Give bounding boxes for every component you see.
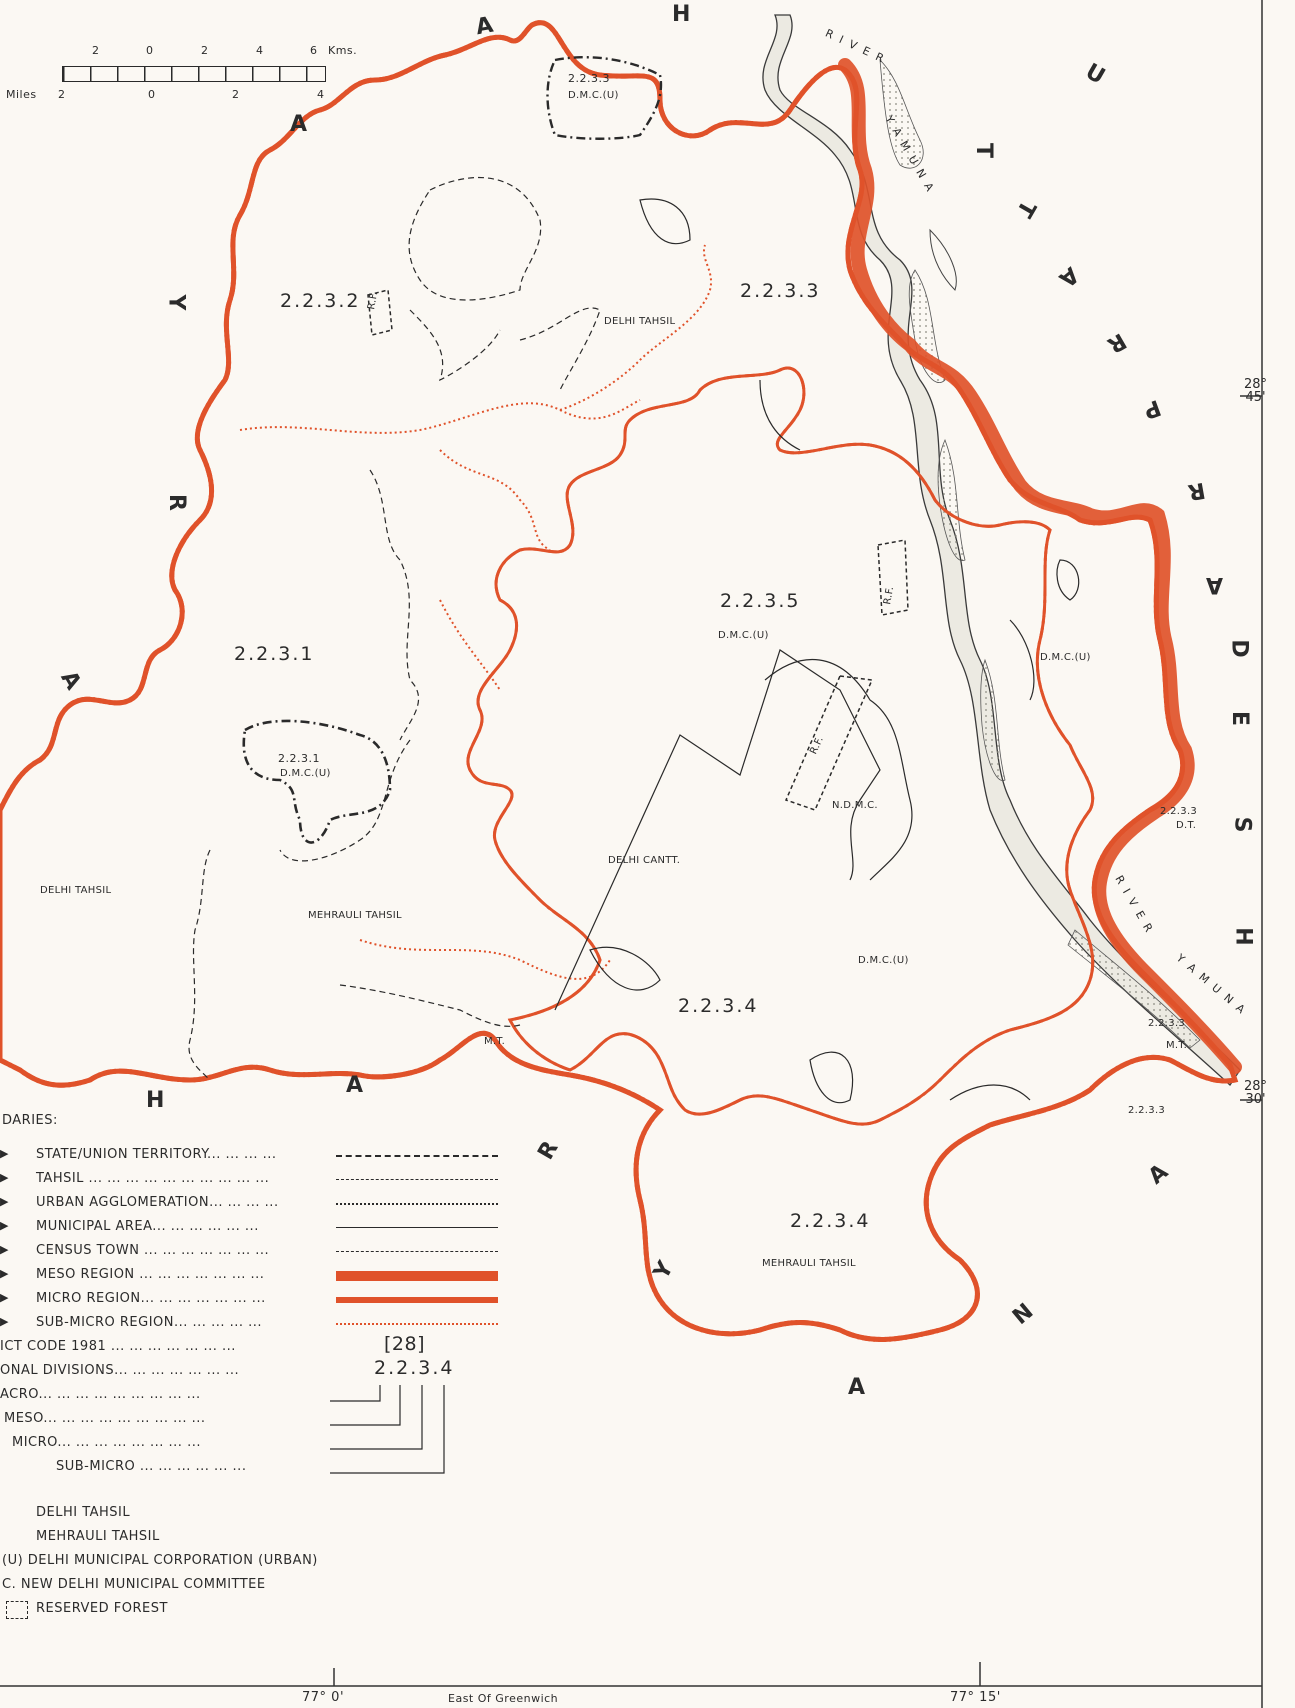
state-letter: H [146, 1088, 165, 1113]
lat-label-45: 28°45' [1244, 377, 1268, 405]
place-mt-1: M.T. [484, 1036, 506, 1047]
region-code-2233-se2: 2.2.3.3 [1128, 1105, 1166, 1116]
meridian-label: East Of Greenwich [448, 1692, 559, 1705]
place-dt: D.T. [1176, 820, 1197, 831]
scale-km-tick: 2 [92, 44, 100, 57]
place-ndmc: N.D.M.C. [832, 800, 878, 811]
region-code-2232: 2.2.3.2 [280, 290, 361, 312]
place-delhi-cantt: DELHI CANTT. [608, 855, 681, 866]
legend-meso: MESO... ... ... ... ... ... ... ... ... [4, 1411, 206, 1426]
place-dmcu-center: D.M.C.(U) [718, 630, 769, 641]
scale-mile-tick: 2 [58, 88, 66, 101]
state-letter: H [672, 2, 691, 27]
lon-label-0: 77° 0' [302, 1690, 345, 1705]
state-letter: R [163, 494, 189, 511]
scale-km-tick: 6 [310, 44, 318, 57]
state-boundary [0, 23, 1239, 1340]
place-dmcu-inner: D.M.C.(U) [280, 768, 331, 779]
urban-agglomeration-boundary [466, 366, 1095, 1126]
dmc-2233-top-boundary [546, 56, 663, 140]
legend-item-submicro: ▶SUB-MICRO REGION... ... ... ... ... [0, 1315, 500, 1333]
sub-micro-boundaries [239, 244, 713, 980]
scale-mile-label: Miles [6, 88, 37, 101]
tahsil-boundaries [188, 176, 601, 1081]
legend-item-micro: ▶MICRO REGION... ... ... ... ... ... ... [0, 1291, 500, 1309]
state-letter: D [1226, 639, 1252, 658]
state-letter: A [346, 1073, 364, 1098]
legend-abbr: RESERVED FOREST [36, 1601, 168, 1616]
reserved-forest-outlines [367, 289, 909, 811]
river-yamuna [762, 14, 1241, 1086]
meso-region-boundary [838, 58, 1242, 1074]
scale-bar-graphic [62, 66, 326, 82]
lon-label-15: 77° 15' [950, 1690, 1001, 1705]
state-letter: A [290, 112, 308, 137]
scale-mile-tick: 2 [232, 88, 240, 101]
legend-item-census-town: ▶CENSUS TOWN ... ... ... ... ... ... ... [0, 1243, 500, 1261]
dmc-2231-boundary [242, 719, 392, 844]
legend-micro: MICRO... ... ... ... ... ... ... ... [12, 1435, 201, 1450]
legend-item-meso: ▶MESO REGION ... ... ... ... ... ... ... [0, 1267, 500, 1285]
legend-macro: ACRO... ... ... ... ... ... ... ... ... [0, 1387, 201, 1402]
legend-divisions-value: 2.2.3.4 [374, 1357, 455, 1379]
place-delhi-tahsil-w: DELHI TAHSIL [40, 885, 112, 896]
region-code-2235: 2.2.3.5 [720, 590, 801, 612]
scale-km-tick: 4 [256, 44, 264, 57]
legend-divisions-label: ONAL DIVISIONS... ... ... ... ... ... ..… [0, 1363, 240, 1378]
legend-division-connectors [330, 1385, 445, 1474]
legend-item-tahsil: ▶TAHSIL ... ... ... ... ... ... ... ... … [0, 1171, 500, 1189]
place-dmcu-top: D.M.C.(U) [568, 90, 619, 101]
state-letter: H [1230, 927, 1256, 946]
state-letter: T [971, 142, 997, 159]
legend-district-code-label: ICT CODE 1981 ... ... ... ... ... ... ..… [0, 1339, 236, 1354]
legend-district-code-value: [28] [384, 1333, 426, 1355]
region-code-2233: 2.2.3.3 [740, 280, 821, 302]
legend-item-municipal: ▶MUNICIPAL AREA... ... ... ... ... ... [0, 1219, 500, 1237]
region-code-2234-b: 2.2.3.4 [790, 1210, 871, 1232]
scale-km-unit: Kms. [328, 44, 358, 57]
place-dmcu-east: D.M.C.(U) [1040, 652, 1091, 663]
region-code-2233-e: 2.2.3.3 [1160, 806, 1198, 817]
place-mt-2: M.T. [1166, 1040, 1188, 1051]
scale-mile-tick: 4 [317, 88, 325, 101]
state-letter: A [1206, 572, 1224, 597]
state-letter: S [1229, 816, 1255, 833]
region-code-2234-a: 2.2.3.4 [678, 995, 759, 1017]
legend-item-urban: ▶URBAN AGGLOMERATION... ... ... ... [0, 1195, 500, 1213]
scale-km-tick: 0 [146, 44, 154, 57]
region-code-2231-inner: 2.2.3.1 [278, 752, 320, 765]
place-mehrauli-tahsil-c: MEHRAULI TAHSIL [308, 910, 402, 921]
scale-km-tick: 2 [201, 44, 209, 57]
legend-title: DARIES: [2, 1113, 58, 1128]
region-code-2231: 2.2.3.1 [234, 643, 315, 665]
municipal-boundaries [554, 198, 1080, 1104]
region-code-2233-se: 2.2.3.3 [1148, 1018, 1186, 1029]
legend-abbr: DELHI TAHSIL [36, 1505, 131, 1520]
place-dmcu-south: D.M.C.(U) [858, 955, 909, 966]
legend-abbr: (U) DELHI MUNICIPAL CORPORATION (URBAN) [2, 1553, 318, 1568]
legend-abbr: MEHRAULI TAHSIL [36, 1529, 160, 1544]
reserved-forest-symbol [6, 1601, 28, 1619]
region-code-2233-top: 2.2.3.3 [568, 72, 610, 85]
legend-abbr: C. NEW DELHI MUNICIPAL COMMITTEE [2, 1577, 266, 1592]
place-delhi-tahsil-n: DELHI TAHSIL [604, 316, 676, 327]
state-letter: E [1227, 710, 1253, 727]
scale-bar: 2 0 2 4 6 Kms. Miles 2 0 2 4 [6, 44, 378, 114]
lat-label-30: 28°30' [1244, 1079, 1268, 1107]
state-letter: A [848, 1375, 866, 1400]
state-letter: Y [163, 294, 189, 311]
place-mehrauli-tahsil-s: MEHRAULI TAHSIL [762, 1258, 856, 1269]
scale-mile-tick: 0 [148, 88, 156, 101]
legend-submicro: SUB-MICRO ... ... ... ... ... ... [56, 1459, 247, 1474]
legend-item-state: ▶STATE/UNION TERRITORY... ... ... ... [0, 1147, 500, 1165]
